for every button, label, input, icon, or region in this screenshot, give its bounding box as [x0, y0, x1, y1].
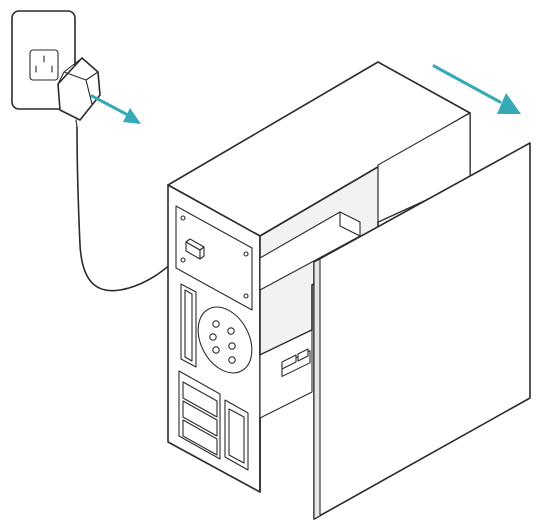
pc-pci-bays: [178, 370, 249, 471]
power-adapter-plug: [57, 57, 101, 128]
pc-back-io-panel: [175, 205, 253, 311]
panel-slide-arrow-icon: [432, 64, 521, 114]
power-cable: [76, 126, 188, 292]
pc-fan-grille: [197, 306, 253, 374]
pc-expansion-slot: [180, 283, 197, 368]
unplug-arrow-icon: [90, 94, 141, 124]
pc-side-panel: [313, 142, 531, 520]
